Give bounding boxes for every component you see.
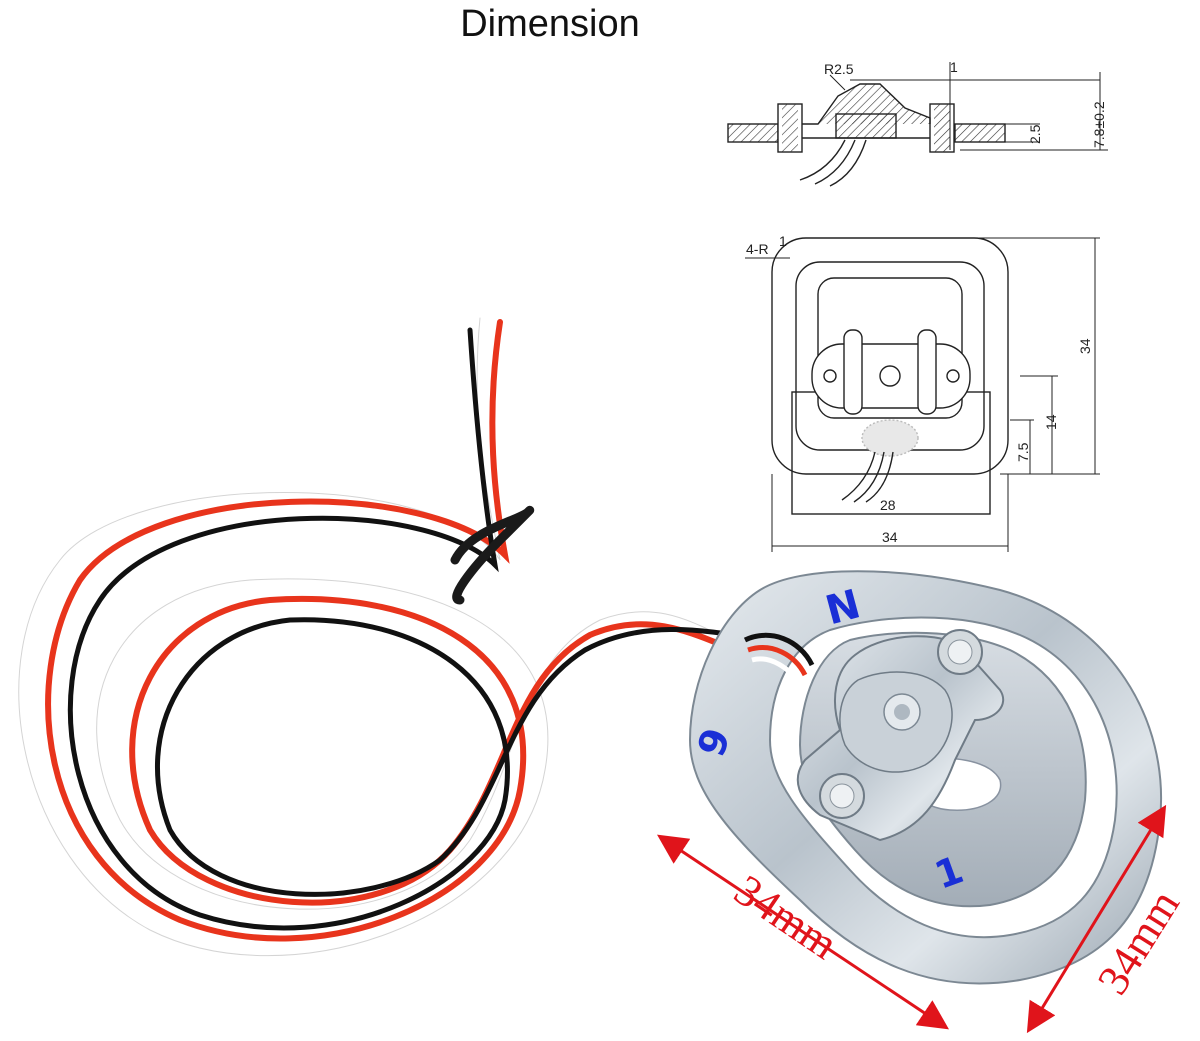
radius-label: R2.5 [824, 61, 854, 77]
height-label: 7.8±0.2 [1091, 101, 1107, 148]
corner-radius-superscript: 1 [779, 233, 787, 249]
mid-height-label: 14 [1043, 414, 1059, 430]
corner-radius-label: 4-R [746, 241, 769, 257]
inner-width-label: 28 [880, 497, 896, 513]
top-height-label: 34 [1077, 338, 1093, 354]
outer-width-label: 34 [882, 529, 898, 545]
photo-width-dimension [657, 834, 949, 1030]
base-label: 2.5 [1027, 124, 1043, 144]
page-title: Dimension [460, 3, 640, 45]
small-height-label: 7.5 [1015, 442, 1031, 462]
photo-height-dimension [1026, 804, 1167, 1034]
thickness-label: 1 [950, 59, 958, 75]
side-view-drawing [727, 62, 1108, 187]
wire-bundle [14, 314, 808, 960]
top-view-drawing [745, 237, 1100, 552]
